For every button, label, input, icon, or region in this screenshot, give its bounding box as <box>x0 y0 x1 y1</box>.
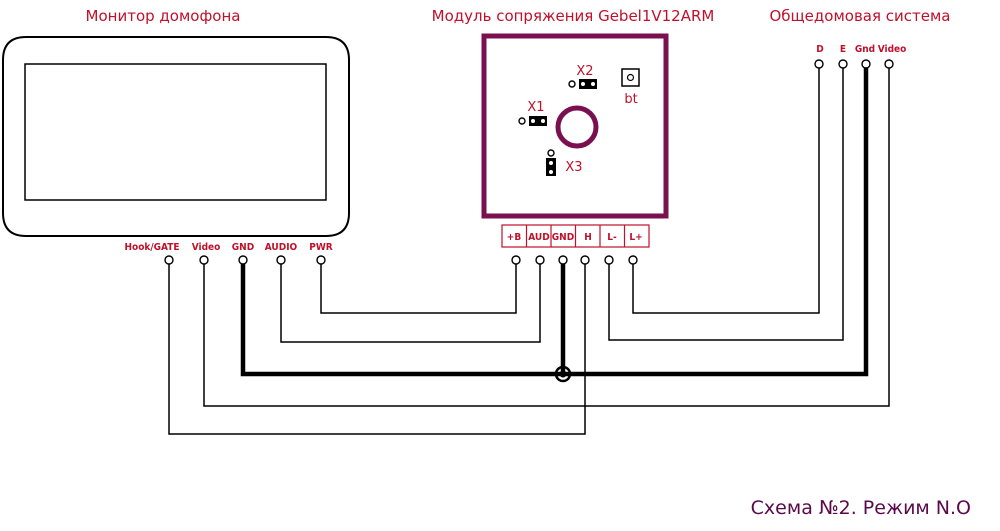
wire-l-plus-to-d <box>632 68 820 314</box>
jumper-x2: X2 <box>568 64 597 89</box>
module-terminal-plus-b <box>511 255 521 265</box>
building-title: Общедомовая система <box>770 7 951 25</box>
jumper-x2-label: X2 <box>576 64 593 79</box>
module-pin-h-label: H <box>584 232 592 243</box>
jumper-x2-pin <box>581 82 585 86</box>
jumper-x3-label: X3 <box>565 160 582 175</box>
wire-video-to-video <box>203 68 890 407</box>
monitor-title: Монитор домофона <box>86 7 241 25</box>
module-terminal-block: +B AUD GND H L- L+ <box>501 224 650 248</box>
module-pin-l-plus-label: L+ <box>629 232 642 243</box>
monitor-pin-pwr-label: PWR <box>309 242 333 253</box>
monitor-pin-hook-gate-label: Hook/GATE <box>124 242 179 253</box>
building-pin-gnd-label: Gnd <box>855 44 875 55</box>
module-terminal-h <box>580 255 590 265</box>
building-pin-d-label: D <box>816 44 823 55</box>
jumper-x2-pin <box>591 82 595 86</box>
gnd-junction-dot <box>559 370 567 378</box>
monitor-pin-gnd-label: GND <box>232 242 254 253</box>
building-pin-e-label: E <box>840 44 846 55</box>
module-pin-plus-b-label: +B <box>507 232 522 243</box>
intercom-monitor <box>2 36 350 237</box>
jumper-x3-pin <box>549 170 553 174</box>
monitor-pin-video-label: Video <box>192 242 221 253</box>
building-terminal-e <box>838 59 848 69</box>
module-pin-aud-label: AUD <box>528 232 549 243</box>
module-pin-l-minus-label: L- <box>607 232 617 243</box>
building-pin-video-label: Video <box>878 44 907 55</box>
monitor-terminal-video <box>199 255 209 265</box>
jumper-x1-pin <box>541 119 545 123</box>
jumper-x3-pin <box>549 161 553 165</box>
gnd-junction-node <box>554 365 572 383</box>
jumper-x1-cap <box>529 116 547 126</box>
building-terminal-gnd <box>861 59 871 69</box>
jumper-x2-cap <box>579 79 597 89</box>
wire-l-minus-to-e <box>608 68 844 341</box>
module-pin-gnd-label: GND <box>552 232 574 243</box>
monitor-pin-audio-label: AUDIO <box>265 242 298 253</box>
wire-hook-to-h <box>168 264 586 435</box>
button-icon <box>626 73 635 82</box>
monitor-terminal-pwr <box>316 255 326 265</box>
jumper-x1-pin <box>518 117 526 125</box>
module-title: Модуль сопряжения Gebel1V12ARM <box>432 7 715 25</box>
wire-pwr-to-plus-b <box>320 264 517 314</box>
jumper-x1-label: X1 <box>527 100 544 115</box>
building-terminal-d <box>814 59 824 69</box>
module-terminal-aud <box>535 255 545 265</box>
monitor-terminal-hook-gate <box>164 255 174 265</box>
jumper-x3: X3 <box>546 149 583 176</box>
button-label: bt <box>624 92 637 107</box>
module-speaker-ring <box>555 105 599 149</box>
monitor-screen <box>24 63 327 201</box>
monitor-terminal-gnd <box>238 255 248 265</box>
wires <box>168 68 890 435</box>
module-terminal-l-minus <box>604 255 614 265</box>
diagram-caption: Схема №2. Режим N.O <box>751 497 971 519</box>
wire-gnd-bus <box>240 68 869 377</box>
building-terminal-video <box>884 59 894 69</box>
interface-module: X1 X2 X3 bt <box>481 33 669 248</box>
jumper-x1-pin <box>531 119 535 123</box>
jumper-x3-cap <box>546 158 556 176</box>
terminals <box>164 59 894 265</box>
jumper-x2-pin <box>568 80 576 88</box>
module-terminal-gnd <box>558 255 568 265</box>
jumper-x3-pin <box>547 149 555 157</box>
monitor-terminal-audio <box>276 255 286 265</box>
jumper-x1: X1 <box>518 100 547 126</box>
wire-audio-to-aud <box>280 264 541 343</box>
module-button: bt <box>621 68 640 107</box>
module-terminal-l-plus <box>628 255 638 265</box>
